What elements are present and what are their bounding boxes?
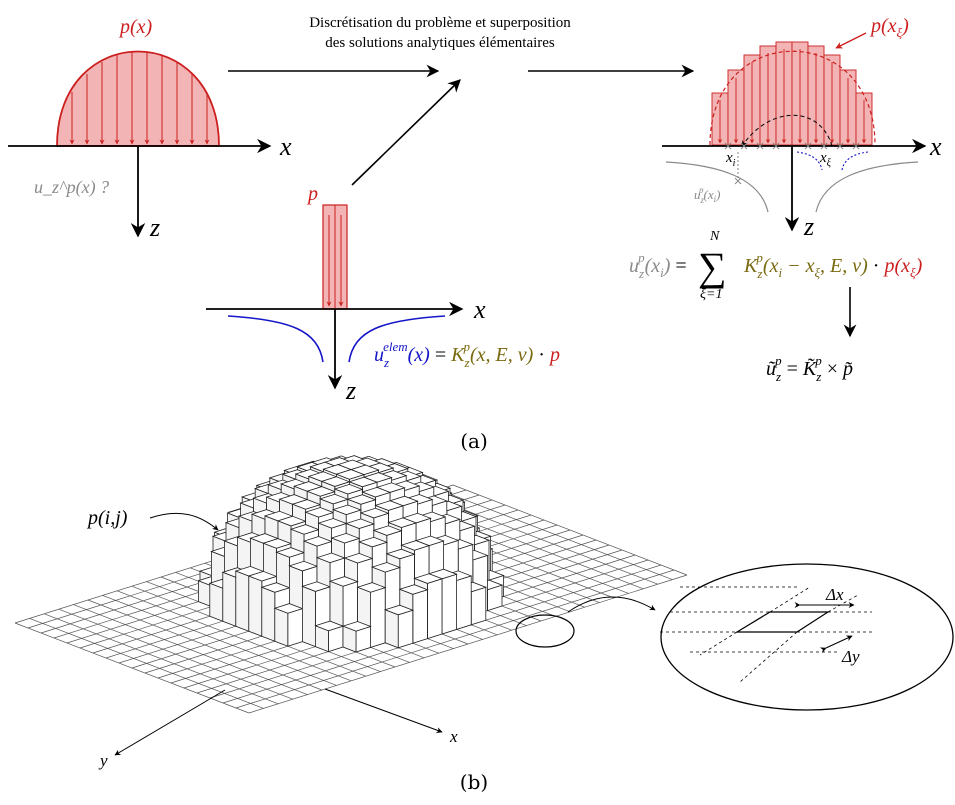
left-pressure-label: p(x) [118,16,153,38]
middle-pressure-label: p [306,183,318,205]
uz-xi-label: uzp(xi) [694,185,720,205]
pressure-block-face [274,607,289,647]
pressure-block-face [359,507,390,519]
pressure-block-face [400,540,431,551]
pressure-block-face [370,587,386,648]
x-axis-3d [324,688,443,733]
pressure-block-face [341,621,372,632]
left-pressure-dome [56,50,220,147]
pressure-block-face [456,575,472,630]
pressure-block-face [343,552,374,564]
zoom-ellipse-large [660,563,954,711]
node-markers [724,142,860,150]
pressure-block-face [235,570,250,632]
pressure-block-face [412,589,428,644]
header-line-1: Discrétisation du problème et superposit… [309,15,571,31]
left-pressure-arrows [69,52,210,145]
panel-b-3d-grid: x y p(i,j) Δx Δy [14,455,954,770]
pressure-block-face [441,573,458,635]
block-pressure-pointer [149,512,219,531]
discrete-displacement-right [815,161,919,213]
grid-line [248,574,688,714]
matrix-equation: ũzp = K̃zp × p̃ [766,353,853,384]
zoom-pointer [567,596,656,613]
sum-upper-bound: N [709,229,720,244]
pressure-block-face [384,609,399,649]
right-discretised-diagram: p(xξ) x z xi xξ uzp(xi) uzp(xi) = ∑ N ξ=… [629,15,942,384]
sum-equation-kernel: Kzp(xi − xξ, E, ν) · p(xξ) [743,250,923,281]
discrete-displacement-left [665,161,769,213]
left-z-label: z [149,213,160,242]
dy-dimension [819,635,853,653]
pressure-block-face [387,517,418,528]
zoom-circle-small [515,614,575,648]
left-displacement-question: u_z^p(x) ? [34,177,109,198]
pressure-block-face [413,573,444,584]
middle-elementary-diagram: p x z uzelem(x) = Kzp(x, E, ν) · p [206,183,560,405]
sum-symbol: ∑ [698,244,727,289]
pressure-block-face [248,575,263,637]
y-axis-3d [114,689,226,756]
pressure-block-face [372,525,403,536]
grid-line [235,569,675,709]
pressure-block-face [361,486,392,498]
pressure-label-pointer [835,32,867,49]
pressure-block-face [374,500,405,511]
pressure-block-face [261,586,276,642]
pressure-blocks [197,455,505,653]
elementary-displacement-small-right [841,151,869,171]
pressure-block-face [470,586,487,626]
left-pressure-diagram: x z p(x) u_z^p(x) ? [8,16,292,242]
pressure-block-face [331,504,363,516]
discrete-envelope [709,50,876,146]
block-pressure-label: p(i,j) [86,507,128,529]
right-pressure-label: p(xξ) [869,15,909,40]
right-z-label: z [803,212,814,241]
process-arrow-diagonal [351,79,461,186]
pressure-block-face [346,494,377,505]
pressure-block-face [370,562,402,573]
left-x-label: x [279,132,292,161]
pressure-block-face [328,576,359,587]
caption-b: (b) [460,770,488,794]
middle-z-label: z [345,376,356,405]
sum-lower-bound: ξ=1 [700,287,722,302]
pressure-block-face [385,548,416,560]
pressure-block-face [383,604,415,616]
influence-arc [741,114,833,147]
dy-label: Δy [841,647,860,666]
zoom-cell-detail: Δx Δy [660,585,872,683]
pressure-block-face [301,585,316,648]
pressure-block-face [348,476,379,488]
pressure-block-face [287,608,303,647]
pressure-block-face [330,532,361,544]
pressure-block-face [356,582,387,593]
pressure-block-face [397,609,414,649]
header-line-2: des solutions analytiques élémentaires [325,35,555,51]
x-axis-3d-label: x [449,727,458,746]
elementary-displacement-left [227,315,324,363]
pressure-block-face [209,582,224,622]
right-x-label: x [929,132,942,161]
dx-label: Δx [825,585,844,604]
y-axis-3d-label: y [98,751,108,770]
elementary-displacement-small-left [796,151,823,171]
elementary-displacement-right [348,315,446,363]
sum-equation-lhs: uzp(xi) = [629,250,687,281]
pressure-block-face [398,584,429,595]
elementary-equation: uzelem(x) = Kzp(x, E, ν) · p [374,339,560,370]
pressure-block-face [357,536,389,548]
middle-x-label: x [473,295,486,324]
xi-node-label: xi [725,150,736,169]
pressure-block-face [333,483,364,495]
pressure-block-face [335,469,366,480]
pressure-block-face [426,578,443,640]
caption-a: (a) [460,429,488,453]
pressure-block-face [344,518,376,529]
pressure-block-face [222,571,237,627]
